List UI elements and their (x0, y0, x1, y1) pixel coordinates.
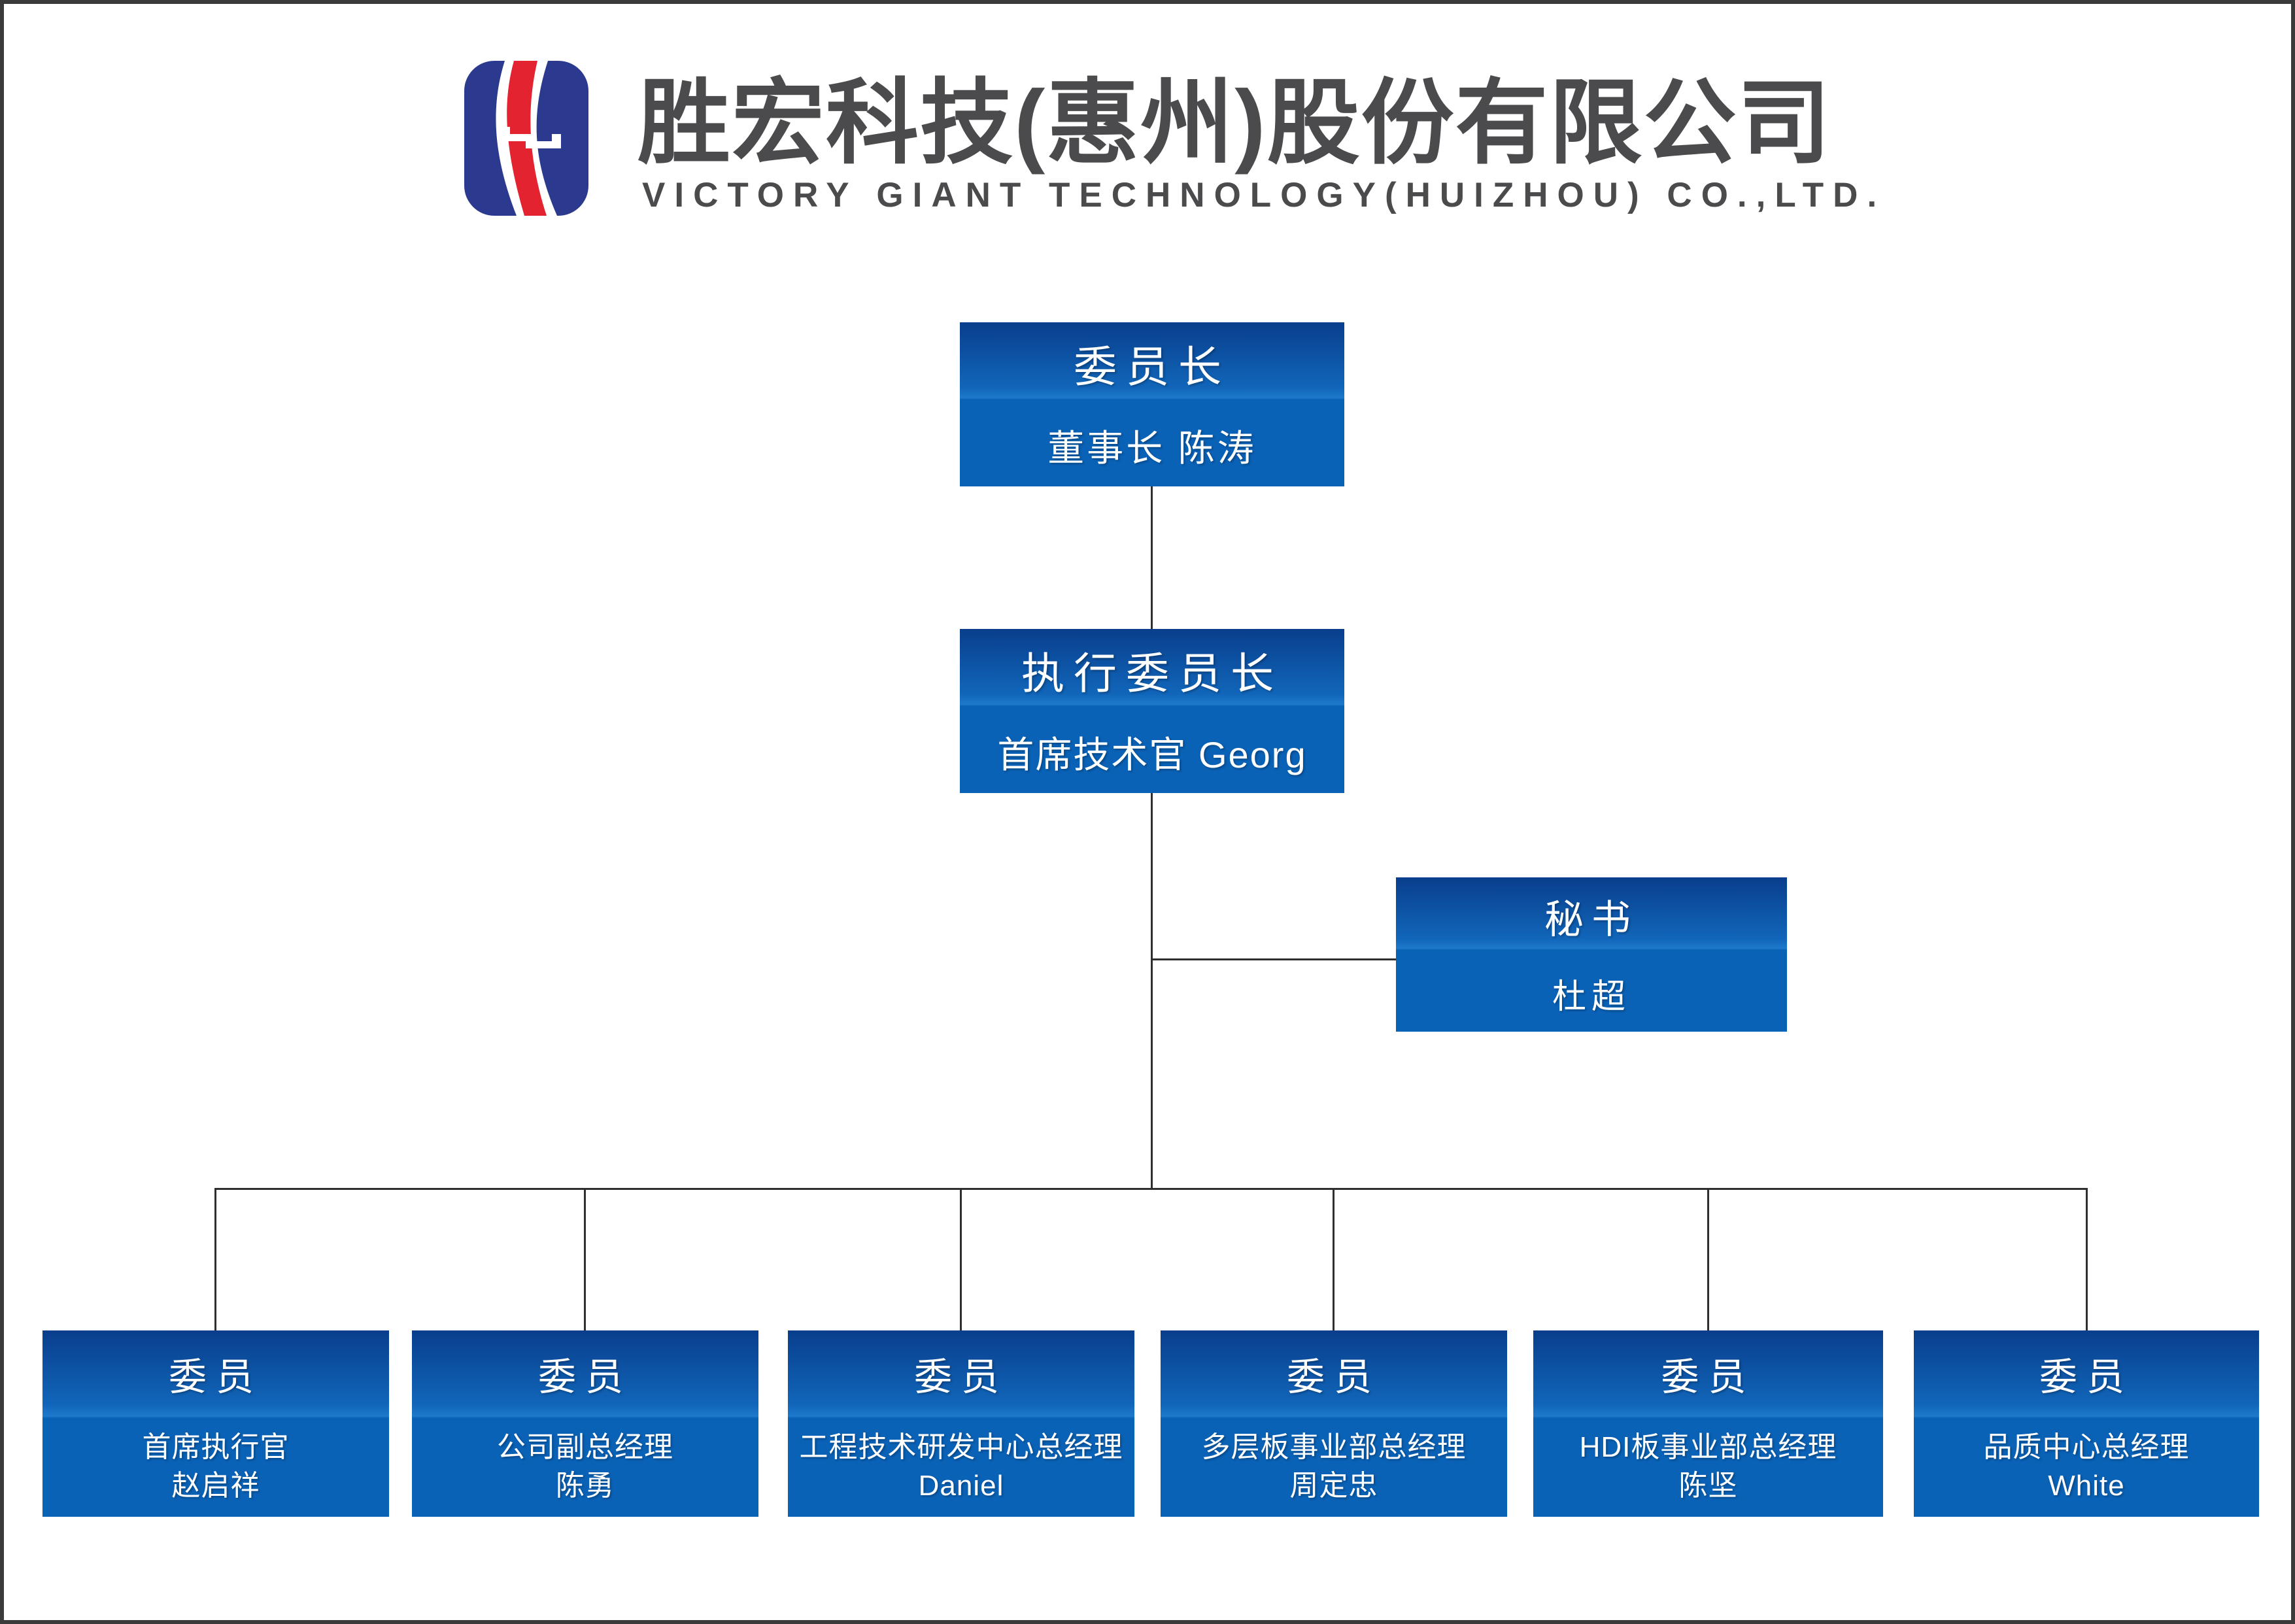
org-node-member-5: 委员 HDI板事业部总经理 陈坚 (1533, 1330, 1883, 1517)
connector-secretary (1151, 958, 1396, 960)
connector-drop-6 (2086, 1188, 2088, 1330)
member-role: 公司副总经理 (497, 1430, 673, 1463)
company-name-en: VICTORY GIANT TECHNOLOGY(HUIZHOU) CO.,LT… (642, 176, 1886, 214)
member-name: White (2048, 1470, 2125, 1502)
node-title: 执行委员长 (1021, 649, 1283, 698)
org-node-member-3: 委员 工程技术研发中心总经理 Daniel (788, 1330, 1134, 1517)
node-title: 委员长 (1074, 342, 1231, 391)
connector-chairman-exec (1151, 486, 1153, 630)
node-title: 委员 (2039, 1355, 2134, 1398)
node-title: 委员 (537, 1355, 632, 1398)
member-role: 首席执行官 (142, 1430, 290, 1463)
member-role: 多层板事业部总经理 (1201, 1430, 1467, 1463)
org-node-secretary: 秘书 杜超 (1396, 877, 1787, 1032)
member-name: 陈勇 (556, 1470, 615, 1502)
node-title: 委员 (913, 1355, 1008, 1398)
connector-drop-3 (960, 1188, 962, 1330)
member-name: Daniel (918, 1470, 1004, 1502)
connector-drop-2 (584, 1188, 586, 1330)
node-title: 委员 (168, 1355, 263, 1398)
connector-drop-4 (1333, 1188, 1334, 1330)
connector-drop-1 (214, 1188, 216, 1330)
member-name: 陈坚 (1678, 1470, 1738, 1502)
connector-distribution (214, 1188, 2088, 1190)
connector-trunk (1151, 793, 1153, 1190)
member-role: 工程技术研发中心总经理 (799, 1430, 1123, 1463)
org-node-exec-chairman: 执行委员长 首席技术官 Georg (960, 629, 1344, 793)
org-node-member-2: 委员 公司副总经理 陈勇 (412, 1330, 758, 1517)
org-node-member-4: 委员 多层板事业部总经理 周定忠 (1161, 1330, 1507, 1517)
org-node-member-1: 委员 首席执行官 赵启祥 (42, 1330, 389, 1517)
member-name: 周定忠 (1289, 1470, 1378, 1502)
node-title: 委员 (1286, 1355, 1381, 1398)
node-title: 委员 (1661, 1355, 1756, 1398)
node-subtitle: 杜超 (1552, 977, 1631, 1016)
member-role: 品质中心总经理 (1983, 1430, 2190, 1463)
company-name-zh: 胜宏科技(惠州)股份有限公司 (638, 71, 1832, 175)
org-node-member-6: 委员 品质中心总经理 White (1914, 1330, 2259, 1517)
node-subtitle: 首席技术官 Georg (997, 734, 1307, 775)
member-name: 赵启祥 (171, 1470, 260, 1502)
connector-drop-5 (1707, 1188, 1709, 1330)
company-logo-icon (464, 61, 588, 216)
node-title: 秘书 (1544, 897, 1639, 941)
org-node-chairman: 委员长 董事长 陈涛 (960, 322, 1344, 486)
node-subtitle: 董事长 陈涛 (1047, 427, 1257, 469)
member-role: HDI板事业部总经理 (1579, 1430, 1837, 1463)
